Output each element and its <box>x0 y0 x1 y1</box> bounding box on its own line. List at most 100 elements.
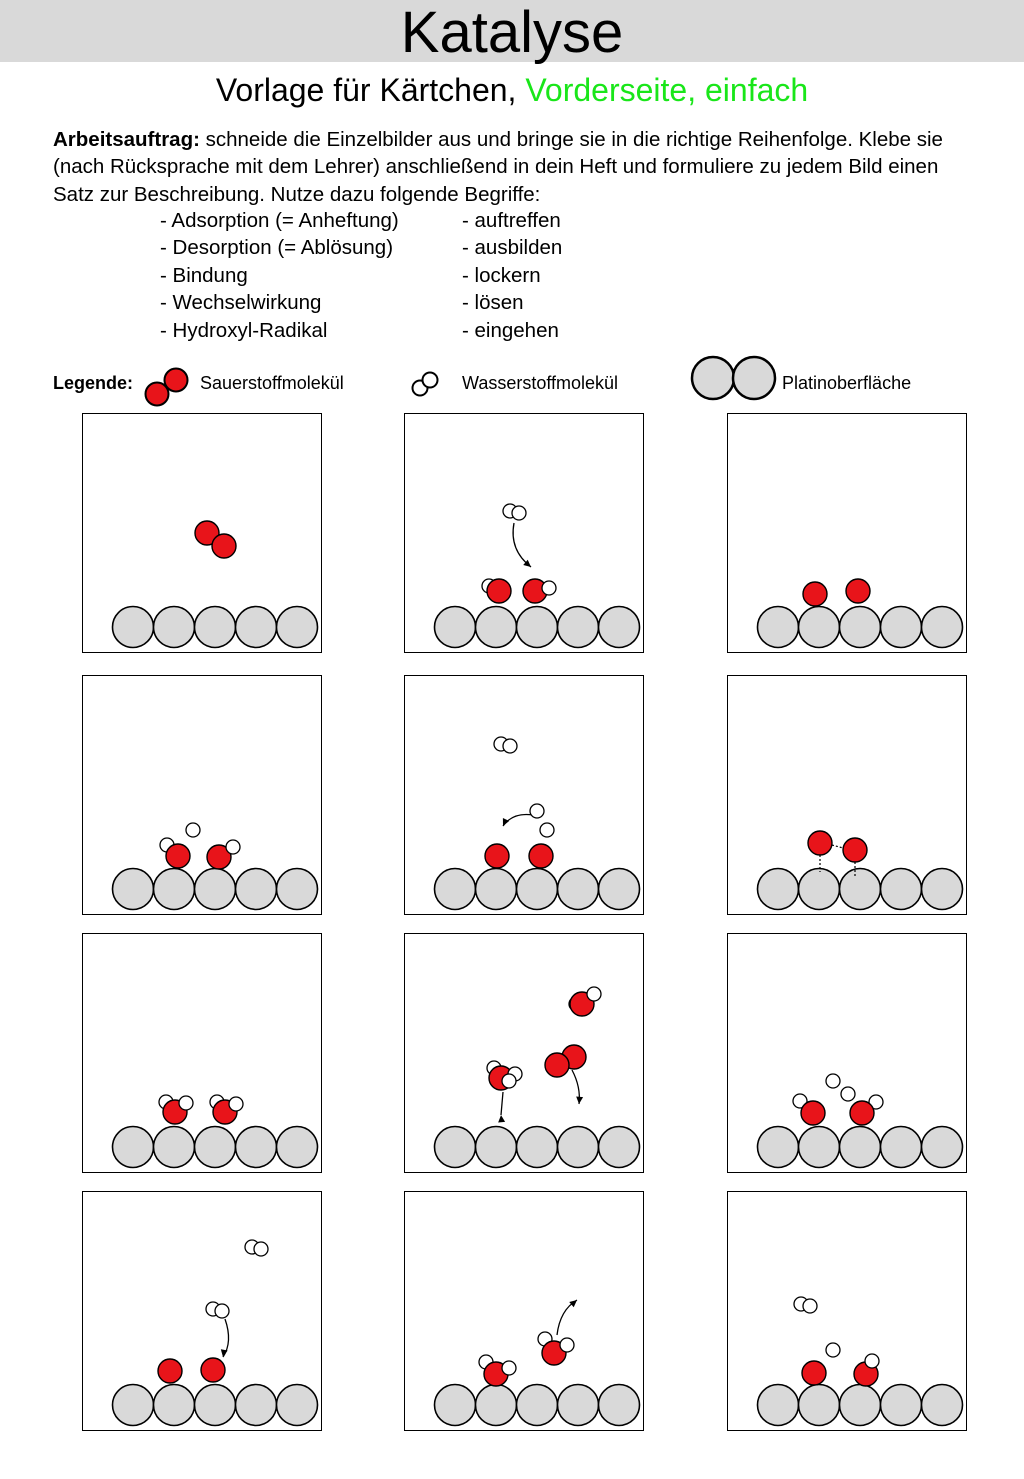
arrow <box>571 1069 584 1105</box>
platinum-atom <box>756 1125 800 1169</box>
hydrogen-atom <box>802 1298 818 1314</box>
platinum-atom <box>111 867 155 911</box>
oxygen-atom <box>849 1100 875 1126</box>
platinum-atom <box>797 605 841 649</box>
platinum-surface <box>433 1383 641 1427</box>
term-item: - Hydroxyl-Radikal <box>160 318 328 342</box>
arrow <box>498 1091 506 1123</box>
illustration-card <box>404 413 644 653</box>
platinum-atom <box>111 1125 155 1169</box>
arrow <box>556 1299 578 1336</box>
term-item: - auftreffen <box>462 209 561 232</box>
illustration-card <box>727 933 967 1173</box>
hydrogen-atom <box>559 1337 575 1353</box>
platinum-atom <box>515 1125 559 1169</box>
platinum-atom <box>474 867 518 911</box>
oxygen-atom <box>845 578 871 604</box>
hydrogen-atom <box>214 1303 230 1319</box>
card-illustration <box>111 520 319 649</box>
platinum-atom <box>193 1383 237 1427</box>
oxygen-atom <box>801 1360 827 1386</box>
platinum-atom <box>879 867 923 911</box>
platinum-atom <box>756 1383 800 1427</box>
platinum-atom <box>556 1383 600 1427</box>
platinum-atom <box>838 605 882 649</box>
terms-right: - auftreffen - ausbilden - lockern - lös… <box>462 207 562 344</box>
term-item: - lockern <box>462 263 541 287</box>
illustration-card <box>727 413 967 653</box>
card-illustration <box>756 830 964 911</box>
illustration-card <box>727 675 967 915</box>
platinum-atom <box>556 605 600 649</box>
illustration-card <box>82 413 322 653</box>
term-item: - Adsorption (= Anheftung) <box>160 209 399 232</box>
hydrogen-atom <box>501 1073 517 1089</box>
platinum-atom <box>275 605 319 649</box>
page-subtitle: Vorlage für Kärtchen, Vorderseite, einfa… <box>0 70 1024 110</box>
legend-platinum-label: Platinoberfläche <box>782 373 912 393</box>
platinum-atom <box>556 1125 600 1169</box>
platinum-atom <box>193 605 237 649</box>
card-illustration <box>433 986 641 1169</box>
oxygen-molecule-icon <box>144 367 189 407</box>
term-item: - eingehen <box>462 318 559 342</box>
subtitle-main: Vorlage für Kärtchen, <box>215 72 526 108</box>
oxygen-atom <box>200 1357 226 1383</box>
platinum-atom <box>474 1383 518 1427</box>
arrow <box>220 1318 230 1358</box>
platinum-atom <box>797 1125 841 1169</box>
platinum-atom <box>152 605 196 649</box>
legend-label: Legende: <box>53 373 134 393</box>
term-item: - ausbilden <box>462 236 563 260</box>
platinum-surface <box>111 867 319 911</box>
hydrogen-atom <box>868 1094 884 1110</box>
platinum-surface <box>756 867 964 911</box>
hydrogen-atom <box>511 505 527 521</box>
illustration-card <box>404 675 644 915</box>
platinum-surface <box>756 605 964 649</box>
arrow <box>502 813 534 827</box>
term-item: - Wechselwirkung <box>160 291 322 315</box>
platinum-atom <box>515 1383 559 1427</box>
hydrogen-atom <box>529 803 545 819</box>
hydrogen-atom <box>539 822 555 838</box>
oxygen-atom <box>194 520 220 546</box>
platinum-atom <box>597 1125 641 1169</box>
platinum-atom <box>234 605 278 649</box>
platinum-atom <box>111 1383 155 1427</box>
platinum-atom <box>474 1125 518 1169</box>
hydrogen-atom <box>586 986 602 1002</box>
platinum-atom <box>474 605 518 649</box>
platinum-atom <box>234 1125 278 1169</box>
arrow <box>512 522 532 568</box>
platinum-atom <box>515 867 559 911</box>
card-illustration <box>756 578 964 649</box>
hydrogen-atom <box>502 738 518 754</box>
terms-left: - Adsorption (= Anheftung) - Desorption … <box>160 207 399 344</box>
platinum-atom <box>556 867 600 911</box>
platinum-atom <box>275 1383 319 1427</box>
platinum-atom <box>152 1383 196 1427</box>
hydrogen-atom <box>825 1073 841 1089</box>
legend-hydrogen-label: Wasserstoffmolekül <box>462 373 619 393</box>
platinum-surface <box>433 1125 641 1169</box>
hydrogen-atom <box>840 1086 856 1102</box>
illustration-card <box>404 1191 644 1431</box>
platinum-atom <box>152 1125 196 1169</box>
platinum-atom <box>756 605 800 649</box>
platinum-surface <box>111 1125 319 1169</box>
card-illustration <box>111 822 319 911</box>
oxygen-atom <box>165 843 191 869</box>
oxygen-atom <box>211 533 237 559</box>
platinum-atom <box>193 867 237 911</box>
card-illustration <box>111 1094 319 1169</box>
hydrogen-atom <box>178 1095 194 1111</box>
task-text: schneide die Einzelbilder aus und bringe… <box>53 128 943 206</box>
platinum-surface <box>111 605 319 649</box>
platinum-atom <box>193 1125 237 1169</box>
term-item: - Desorption (= Ablösung) <box>160 236 394 260</box>
illustration-card <box>82 675 322 915</box>
illustration-card <box>82 933 322 1173</box>
card-illustration <box>756 1073 964 1169</box>
illustration-card <box>82 1191 322 1431</box>
